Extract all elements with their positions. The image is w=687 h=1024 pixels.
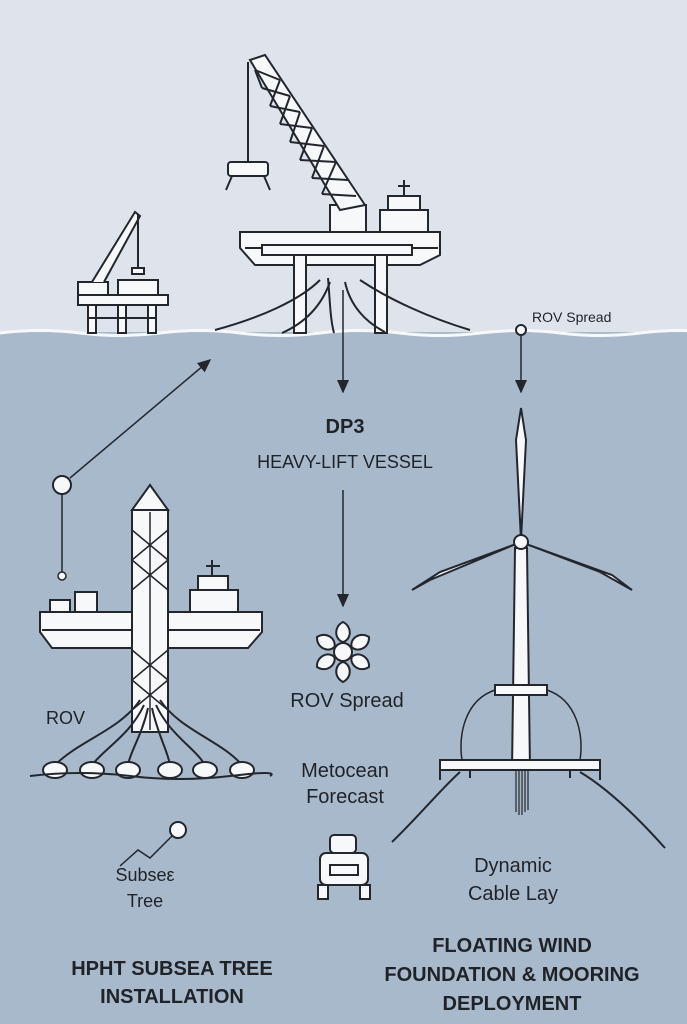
rov-link-node [52, 475, 72, 495]
crane-vessel-icon [225, 53, 441, 334]
rov-spread-top-label: ROV Spread [532, 309, 612, 325]
sea-surface-line [0, 329, 687, 337]
rov-spread-mid-label: ROV Spread [290, 690, 404, 712]
subsea-tree-vessel-icon [39, 483, 263, 733]
rov-link-end [57, 571, 67, 581]
heavy-lift-vessel-label: HEAVY-LIFT VESSEL [257, 452, 433, 472]
turbine-tethers [460, 689, 582, 761]
vessel-umbilicals [214, 277, 471, 334]
rov-spread-top-node [515, 324, 527, 336]
rov-propeller-icon [316, 620, 370, 684]
rov-to-vessel-arrow [69, 359, 212, 479]
subsea-tree-node [169, 821, 187, 839]
rov-vehicle-icon [317, 834, 371, 900]
dynamic-cable [515, 770, 529, 815]
metocean-label: Metocean Forecast [301, 760, 389, 808]
dynamic-cable-lay-label: Dynamic Cable Lay [467, 855, 559, 905]
floating-wind-title: FLOATING WIND FOUNDATION & MOORING DEPLO… [384, 935, 640, 1015]
hpht-title: HPHT SUBSEA TREE INSTALLATION [71, 958, 273, 1008]
rov-label: ROV [46, 708, 86, 728]
dp3-label: DP3 [325, 416, 365, 438]
sky-background [0, 0, 687, 335]
mooring-lines [391, 771, 666, 849]
small-platform-icon [77, 210, 169, 334]
subsea-tree-label: Subseε Tree [115, 865, 175, 911]
subsea-tree-link [119, 835, 173, 867]
seabed-line [29, 772, 273, 780]
